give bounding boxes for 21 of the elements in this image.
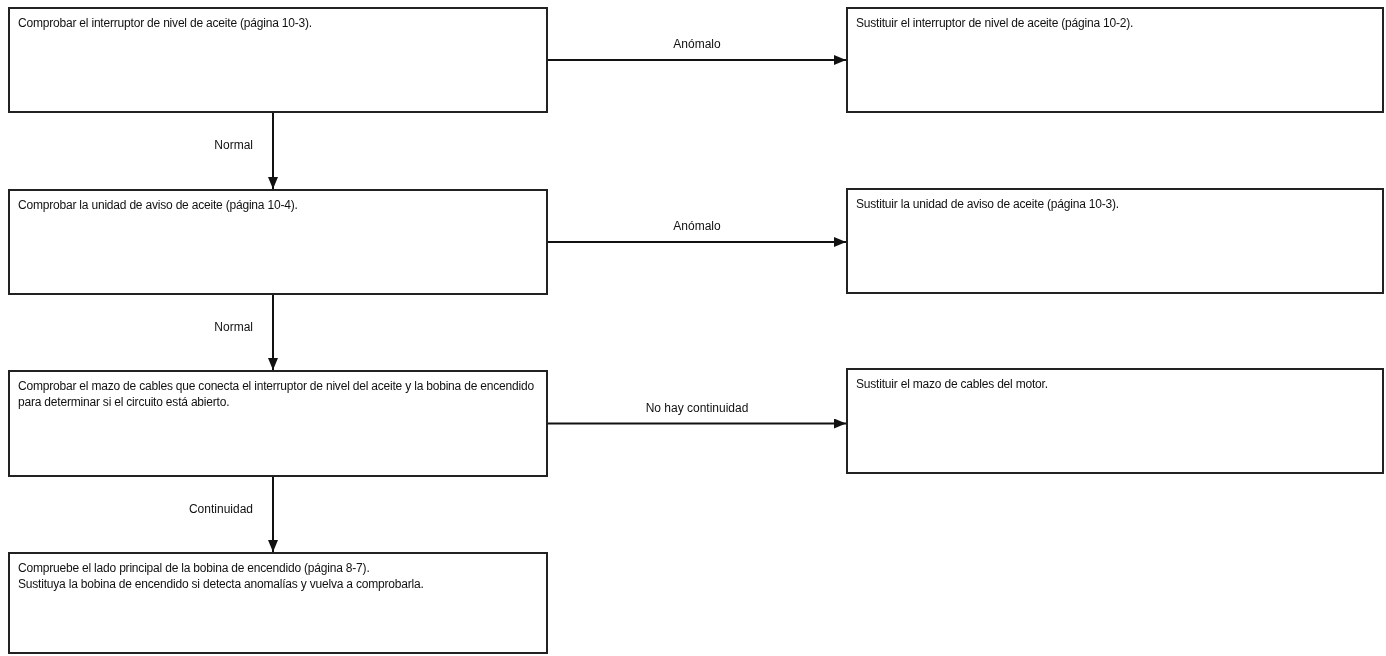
arrow: [268, 112, 278, 190]
process-box: [846, 188, 1384, 294]
process-box: [8, 189, 548, 295]
process-box: [8, 7, 548, 113]
box-text: Sustituir el interruptor de nivel de aceite (página 10-2).: [856, 15, 1135, 31]
process-box: [8, 552, 548, 654]
box-text: Compruebe el lado principal de la bobina de encendido (página 8-7).: [18, 560, 371, 576]
box-text: Comprobar el interruptor de nivel de aceite (página 10-3).: [18, 15, 313, 31]
process-box: [846, 368, 1384, 474]
box-text: Comprobar la unidad de aviso de aceite (página 10-4).: [18, 197, 299, 213]
arrow: [547, 418, 847, 429]
arrow: [547, 55, 847, 65]
box-text: Sustituir la unidad de aviso de aceite (página 10-3).: [856, 196, 1120, 212]
arrow: [268, 476, 278, 553]
box-text: Comprobar el mazo de cables que conecta el interruptor de nivel del aceite y la bobina de encendido para determinar si el circuito está abierto.: [18, 378, 535, 410]
process-box: [8, 370, 548, 477]
box-text: Sustituya la bobina de encendido si detecta anomalías y vuelva a comprobarla.: [18, 576, 425, 592]
arrow: [268, 294, 278, 371]
box-text: Sustituir el mazo de cables del motor.: [856, 376, 1049, 392]
arrow: [547, 237, 847, 247]
process-box: [846, 7, 1384, 113]
